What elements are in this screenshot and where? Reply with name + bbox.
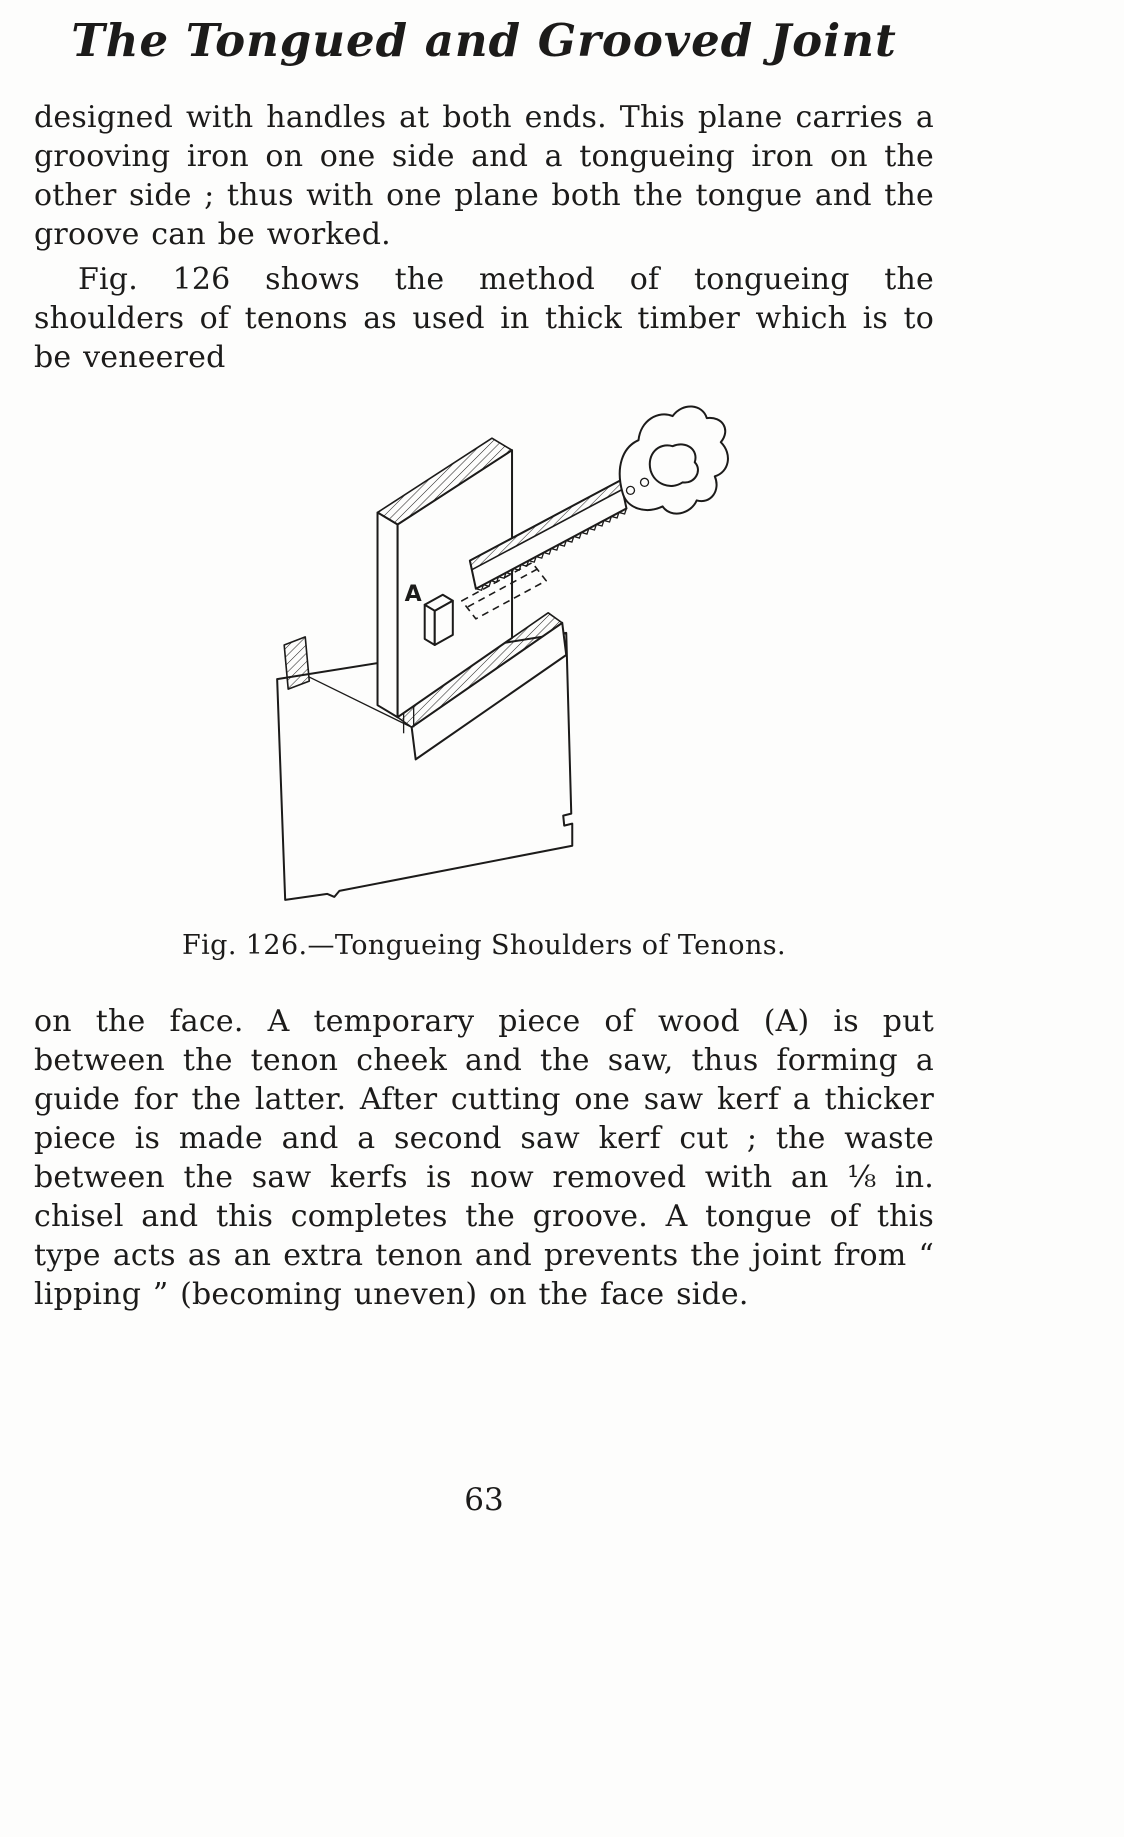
tenon-saw — [468, 405, 729, 592]
page-number: 63 — [464, 1482, 504, 1518]
tongueing-shoulders-drawing: A — [276, 405, 729, 901]
dashed-guide — [461, 561, 547, 620]
paragraph-3: on the face. A temporary piece of wood (… — [34, 1004, 934, 1312]
figure-part-label: A — [405, 582, 422, 607]
paragraph-1: designed with handles at both ends. This… — [34, 100, 934, 252]
paragraph-2: Fig. 126 shows the method of tongueing t… — [34, 262, 934, 375]
middle-rail — [308, 612, 568, 761]
upright-board — [376, 437, 514, 719]
page-title: The Tongued and Grooved Joint — [71, 14, 897, 67]
guide-block-a — [423, 593, 454, 646]
figure-caption: Fig. 126.—Tongueing Shoulders of Tenons. — [181, 930, 786, 961]
tongue-stub — [283, 636, 311, 690]
figure-illustration: A — [268, 392, 738, 922]
